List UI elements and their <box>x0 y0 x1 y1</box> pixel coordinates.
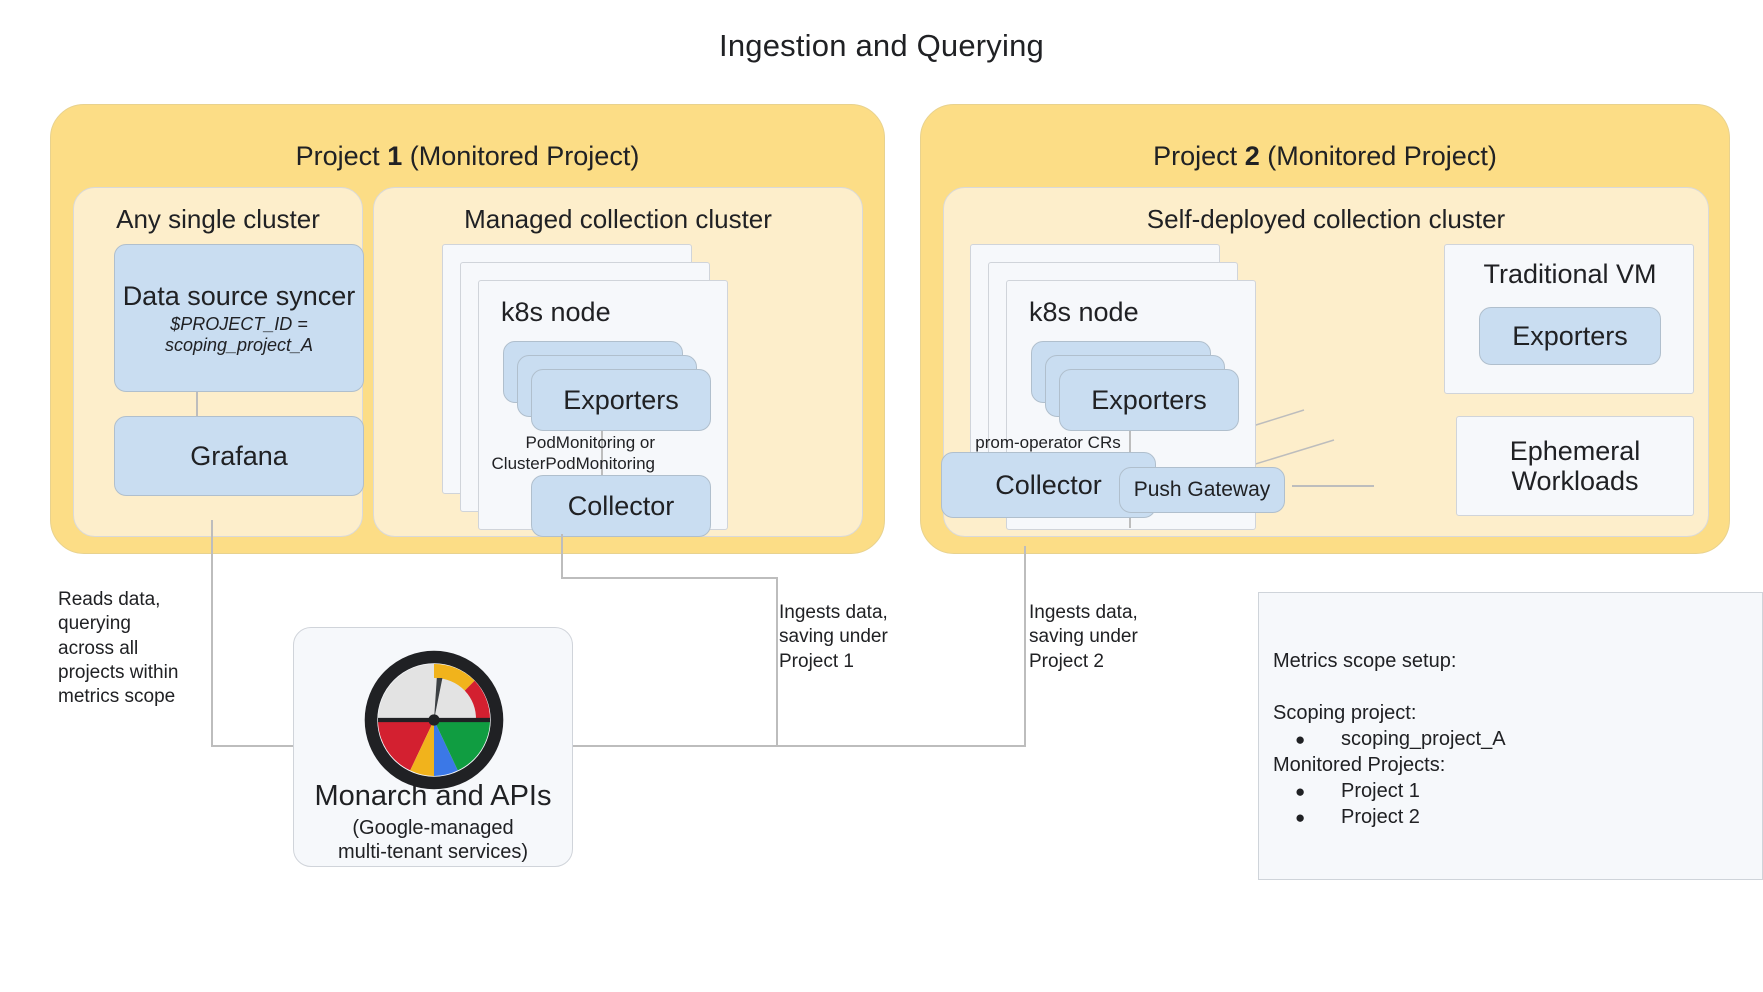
project-1-container: Project 1 (Monitored Project) Any single… <box>50 104 885 554</box>
component-grafana-label: Grafana <box>190 440 288 471</box>
scope-monitored-item-1-label: Project 1 <box>1341 780 1420 802</box>
scope-monitored-item-2: ● Project 2 <box>1273 807 1743 828</box>
caption-ingest-project-1: Ingests data, saving under Project 1 <box>779 602 888 672</box>
k8s-node-card-front[interactable]: k8s node Exporters PodMonitoring or Clus… <box>478 280 728 537</box>
box-traditional-vm[interactable]: Traditional VM Exporters <box>1444 244 1694 394</box>
scope-monitored-item-2-label: Project 2 <box>1341 806 1420 828</box>
component-collector-p2-label: Collector <box>995 469 1102 500</box>
component-collector-p1-label: Collector <box>567 490 675 521</box>
project-1-title: Project 1 (Monitored Project) <box>51 141 884 172</box>
cluster-self-deployed-title: Self-deployed collection cluster <box>1146 204 1506 234</box>
project-1-label-suffix: (Monitored Project) <box>402 141 640 171</box>
caption-reads-data: Reads data, querying across all projects… <box>58 589 179 708</box>
component-data-source-syncer[interactable]: Data source syncer $PROJECT_ID = scoping… <box>114 244 364 392</box>
project-2-label-suffix: (Monitored Project) <box>1259 141 1497 171</box>
project-2-label-prefix: Project <box>1153 141 1245 171</box>
connector-grafana-down <box>211 520 213 746</box>
k8s-node-label: k8s node <box>501 297 611 327</box>
page-title: Ingestion and Querying <box>719 28 1044 63</box>
monarch-card[interactable]: Monarch and APIs (Google-managed multi-t… <box>293 627 573 867</box>
monarch-gauge-logo-icon <box>364 650 504 790</box>
cluster-any-single-title: Any single cluster <box>116 204 320 234</box>
cluster-managed-collection: Managed collection cluster k8s node Expo… <box>373 187 863 537</box>
component-push-gateway[interactable]: Push Gateway <box>1119 467 1285 513</box>
box-ephemeral-workloads[interactable]: Ephemeral Workloads <box>1456 416 1694 516</box>
connector-grafana-to-monarch <box>211 745 321 747</box>
bullet-icon: ● <box>1295 782 1306 801</box>
metrics-scope-legend: Metrics scope setup: Scoping project: ● … <box>1258 592 1763 880</box>
scope-heading: Metrics scope setup: <box>1273 650 1457 672</box>
connector-collector-p1-down <box>561 534 563 578</box>
box-ephemeral-workloads-label: Ephemeral Workloads <box>1509 435 1641 496</box>
k8s-node-label-p2: k8s node <box>1029 297 1139 327</box>
component-exporters-p1-label: Exporters <box>563 384 679 415</box>
component-data-source-syncer-label: Data source syncer <box>122 280 356 311</box>
scope-scoping-label: Scoping project: <box>1273 702 1417 724</box>
component-exporters-p2[interactable]: Exporters <box>1059 369 1239 431</box>
cluster-any-single: Any single cluster Data source syncer $P… <box>73 187 364 537</box>
caption-ingest-project-2: Ingests data, saving under Project 2 <box>1029 602 1138 672</box>
connector-ingest-p1-down <box>776 577 778 745</box>
bullet-icon: ● <box>1295 808 1306 827</box>
edge-label-podmonitoring: PodMonitoring or ClusterPodMonitoring <box>491 433 655 473</box>
connector-collector-p2-down <box>1024 546 1026 745</box>
monarch-title: Monarch and APIs <box>314 780 552 812</box>
component-grafana[interactable]: Grafana <box>114 416 364 496</box>
project-2-container: Project 2 (Monitored Project) Self-deplo… <box>920 104 1730 554</box>
component-exporters-vm[interactable]: Exporters <box>1479 307 1661 365</box>
bullet-icon: ● <box>1295 730 1306 749</box>
scope-monitored-label: Monitored Projects: <box>1273 754 1446 776</box>
project-1-label-prefix: Project <box>295 141 388 171</box>
component-exporters-p2-label: Exporters <box>1091 384 1207 415</box>
connector-exporters-collector-p1 <box>601 423 603 511</box>
component-push-gateway-label: Push Gateway <box>1133 478 1271 502</box>
component-data-source-syncer-sub: $PROJECT_ID = scoping_project_A <box>164 313 314 355</box>
box-traditional-vm-label: Traditional VM <box>1483 259 1657 289</box>
project-2-title: Project 2 (Monitored Project) <box>921 141 1729 172</box>
monarch-subtitle: (Google-managed multi-tenant services) <box>337 817 529 863</box>
component-exporters-p1[interactable]: Exporters <box>531 369 711 431</box>
scope-scoping-item: ● scoping_project_A <box>1273 729 1743 750</box>
cluster-managed-collection-title: Managed collection cluster <box>464 204 772 234</box>
connector-collector-p1-right <box>561 577 777 579</box>
component-exporters-vm-label: Exporters <box>1512 320 1628 351</box>
connector-ingest-p2-to-monarch <box>570 745 1026 747</box>
scope-scoping-item-label: scoping_project_A <box>1341 728 1506 750</box>
scope-monitored-item-1: ● Project 1 <box>1273 781 1743 802</box>
connector-pushgw-ephemeral <box>1292 485 1374 487</box>
project-1-number: 1 <box>387 141 403 171</box>
project-2-number: 2 <box>1244 141 1260 171</box>
component-collector-p1[interactable]: Collector <box>531 475 711 537</box>
cluster-self-deployed: Self-deployed collection cluster k8s nod… <box>941 187 1709 537</box>
